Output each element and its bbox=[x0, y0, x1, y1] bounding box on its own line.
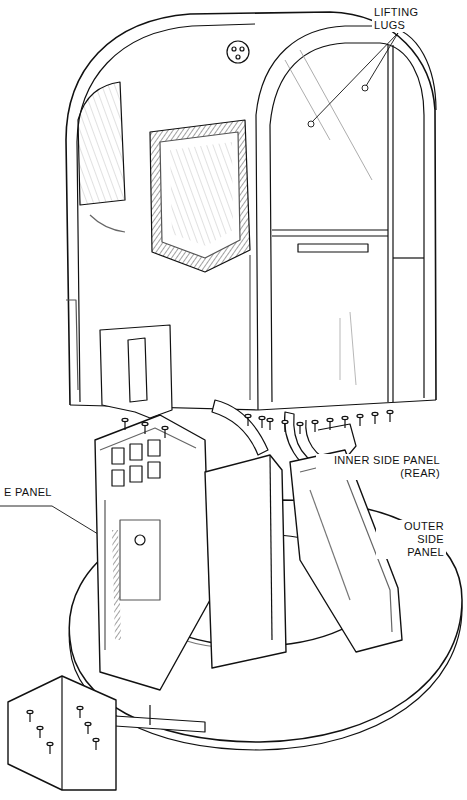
part-label: INNER SIDE PANEL (REAR) bbox=[316, 454, 442, 480]
base-assembly bbox=[55, 400, 462, 750]
part-label: LIFTING LUGS bbox=[372, 6, 438, 32]
part-label: OUTER SIDE PANEL bbox=[376, 520, 446, 559]
canopy bbox=[66, 12, 436, 418]
mounting-bracket bbox=[8, 676, 116, 790]
part-label: E PANEL bbox=[2, 486, 66, 499]
